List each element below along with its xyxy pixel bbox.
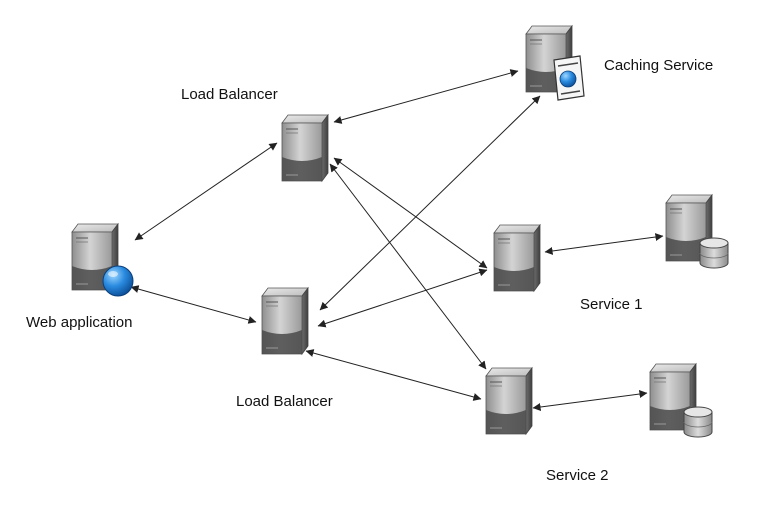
edge-web-to-lb-top xyxy=(134,142,278,241)
web-application-label: Web application xyxy=(26,314,133,331)
edge-web-to-lb-bottom xyxy=(130,285,257,324)
edge-lb-bottom-to-service1 xyxy=(317,268,488,328)
database-icon xyxy=(683,406,713,438)
edge-lb-top-to-service2 xyxy=(329,163,487,370)
edge-lb-top-to-cache xyxy=(333,69,519,124)
load-balancer-bottom-label: Load Balancer xyxy=(236,393,333,410)
globe-icon xyxy=(102,265,134,297)
server-icon xyxy=(493,224,541,292)
load-balancer-bottom-node xyxy=(261,287,309,355)
caching-service-node xyxy=(525,25,585,101)
service-1-node xyxy=(493,224,541,292)
server-icon xyxy=(485,367,533,435)
edge-service2-to-db2 xyxy=(532,390,648,411)
database-1-node xyxy=(665,194,729,269)
load-balancer-top-label: Load Balancer xyxy=(181,86,278,103)
edge-service1-to-db1 xyxy=(544,233,664,255)
caching-service-label: Caching Service xyxy=(604,57,714,74)
edge-lb-top-to-service1 xyxy=(333,157,488,269)
connections xyxy=(130,69,664,411)
edge-lb-bottom-to-service2 xyxy=(305,349,482,401)
web-application-node xyxy=(71,223,134,297)
server-icon xyxy=(281,114,329,182)
database-icon xyxy=(699,237,729,269)
database-2-node xyxy=(649,363,713,438)
server-icon xyxy=(261,287,309,355)
service-1-label: Service 1 xyxy=(580,296,643,313)
service-2-node xyxy=(485,367,533,435)
document-icon xyxy=(553,55,585,101)
load-balancer-top-node xyxy=(281,114,329,182)
service-2-label: Service 2 xyxy=(546,467,609,484)
